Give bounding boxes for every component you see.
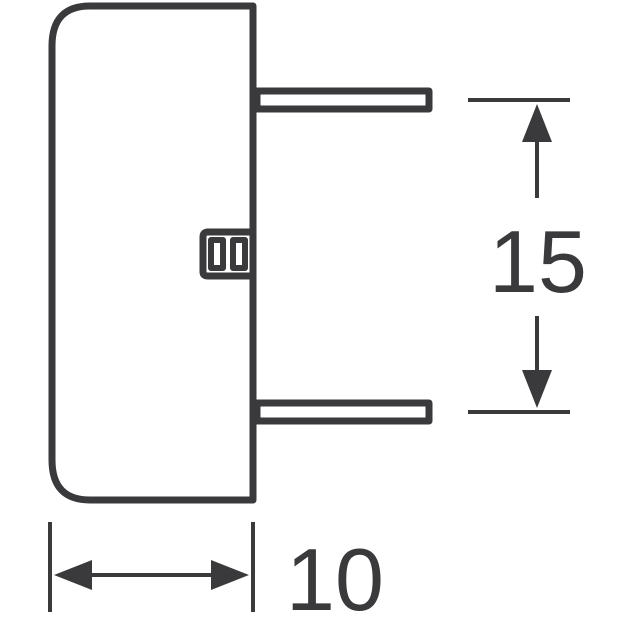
body-tab bbox=[199, 228, 253, 280]
arrow-down-icon bbox=[522, 370, 552, 408]
tab-slot-left bbox=[208, 237, 226, 271]
component-body bbox=[48, 2, 257, 504]
tab-slot-right bbox=[230, 237, 248, 271]
pin-bottom bbox=[253, 399, 433, 425]
pin-top bbox=[253, 87, 433, 113]
arrow-up-icon bbox=[522, 104, 552, 142]
arrow-left-icon bbox=[54, 560, 92, 590]
pin-spacing-label: 15 bbox=[489, 212, 587, 311]
body-width-label: 10 bbox=[286, 530, 384, 629]
arrow-right-icon bbox=[211, 560, 249, 590]
